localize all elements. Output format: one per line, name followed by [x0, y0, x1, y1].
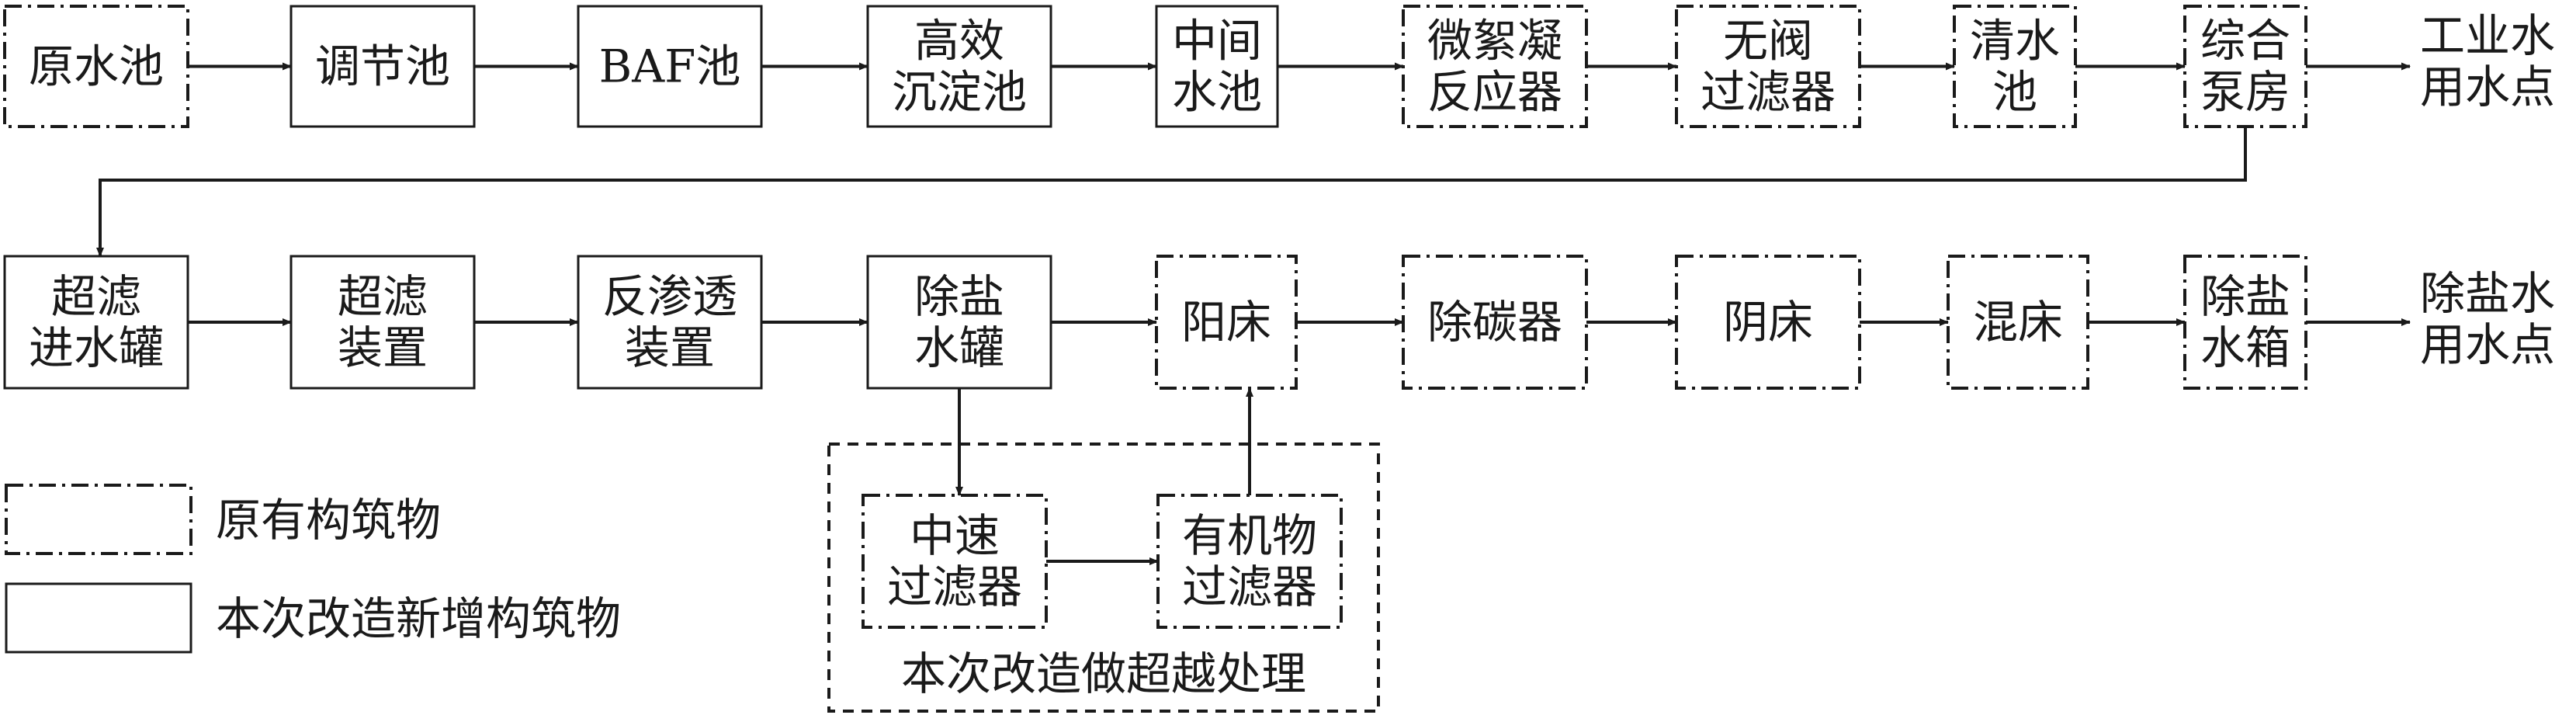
legend-existing-label: 原有构筑物 — [216, 494, 441, 547]
unit-label: 泵房 — [2200, 66, 2290, 119]
unit-label: 中间 — [1172, 15, 1262, 68]
unit-box — [3, 5, 189, 128]
unit-box — [2183, 5, 2307, 128]
unit-box — [866, 255, 1052, 390]
unit-box — [577, 5, 763, 128]
unit-label: 过滤器 — [1182, 561, 1317, 613]
legend: 原有构筑物 本次改造新增构筑物 — [5, 484, 621, 654]
unit-label: 无阀 — [1723, 15, 1813, 68]
unit-label: 过滤器 — [887, 561, 1022, 613]
unit-label: 微絮凝 — [1427, 15, 1562, 68]
unit-label: 超滤 — [338, 270, 428, 323]
unit-baf-pool: BAF池 — [577, 5, 763, 128]
unit-label: 超滤 — [51, 270, 141, 323]
unit-label: 水箱 — [2200, 321, 2290, 374]
legend-new-label: 本次改造新增构筑物 — [216, 592, 621, 645]
unit-cation-bed: 阳床 — [1155, 255, 1298, 390]
endpoint-label-line: 除盐水 — [2420, 267, 2555, 320]
unit-label: 进水罐 — [29, 321, 164, 374]
unit-label: 反渗透 — [602, 270, 737, 323]
unit-label: 池 — [1992, 66, 2037, 119]
unit-raw-pool: 原水池 — [3, 5, 189, 128]
flow-arrows — [96, 62, 2411, 565]
unit-label: 装置 — [625, 321, 715, 374]
flow-arrow-pump-to-uf-tank — [96, 127, 2247, 257]
unit-box — [1947, 255, 2089, 390]
unit-label: 综合 — [2200, 15, 2290, 68]
unit-label: 装置 — [338, 321, 428, 374]
unit-label: 阳床 — [1181, 296, 1271, 349]
unit-label: 除碳器 — [1427, 296, 1562, 349]
unit-clear-water-pool: 清水池 — [1953, 5, 2077, 128]
unit-label: 中速 — [910, 509, 1000, 562]
unit-label: 反应器 — [1427, 66, 1562, 119]
unit-box — [1155, 255, 1298, 390]
unit-box — [1155, 5, 1279, 128]
unit-mixed-bed: 混床 — [1947, 255, 2089, 390]
unit-label: 除盐 — [2200, 270, 2290, 323]
unit-box — [1675, 5, 1861, 128]
unit-label: 调节池 — [315, 40, 450, 93]
unit-box — [1675, 255, 1861, 390]
unit-label: 除盐 — [914, 270, 1004, 323]
unit-label: 水罐 — [914, 321, 1004, 374]
endpoint-label-line: 用水点 — [2420, 318, 2555, 371]
unit-anion-bed: 阴床 — [1675, 255, 1861, 390]
endpoint-label-line: 工业水 — [2420, 9, 2555, 62]
unit-decarbonator: 除碳器 — [1402, 255, 1588, 390]
bypass-group-frame — [827, 443, 1380, 713]
unit-label: 高效 — [914, 15, 1004, 68]
unit-label: 水池 — [1172, 66, 1262, 119]
unit-equalization-pool: 调节池 — [289, 5, 476, 128]
unit-label: 混床 — [1973, 296, 2063, 349]
unit-label: 沉淀池 — [892, 66, 1027, 119]
unit-label: 有机物 — [1182, 509, 1317, 562]
unit-box — [862, 494, 1048, 629]
unit-box — [1402, 255, 1588, 390]
unit-label: 阴床 — [1723, 296, 1813, 349]
bypass-label: 本次改造做超越处理 — [901, 647, 1306, 700]
unit-label: 原水池 — [29, 40, 164, 93]
unit-box — [866, 5, 1052, 128]
unit-box — [1953, 5, 2077, 128]
unit-box — [2183, 255, 2307, 390]
unit-box — [577, 255, 763, 390]
unit-label: BAF池 — [599, 40, 741, 93]
legend-new-swatch — [5, 582, 192, 654]
unit-box — [3, 255, 189, 390]
unit-box — [1402, 5, 1588, 128]
unit-label: 过滤器 — [1701, 66, 1836, 119]
unit-label: 清水 — [1970, 15, 2060, 68]
endpoint-label-line: 用水点 — [2420, 61, 2555, 113]
unit-box — [289, 255, 476, 390]
unit-box — [1156, 494, 1343, 629]
legend-existing-swatch — [5, 484, 192, 555]
unit-box — [289, 5, 476, 128]
